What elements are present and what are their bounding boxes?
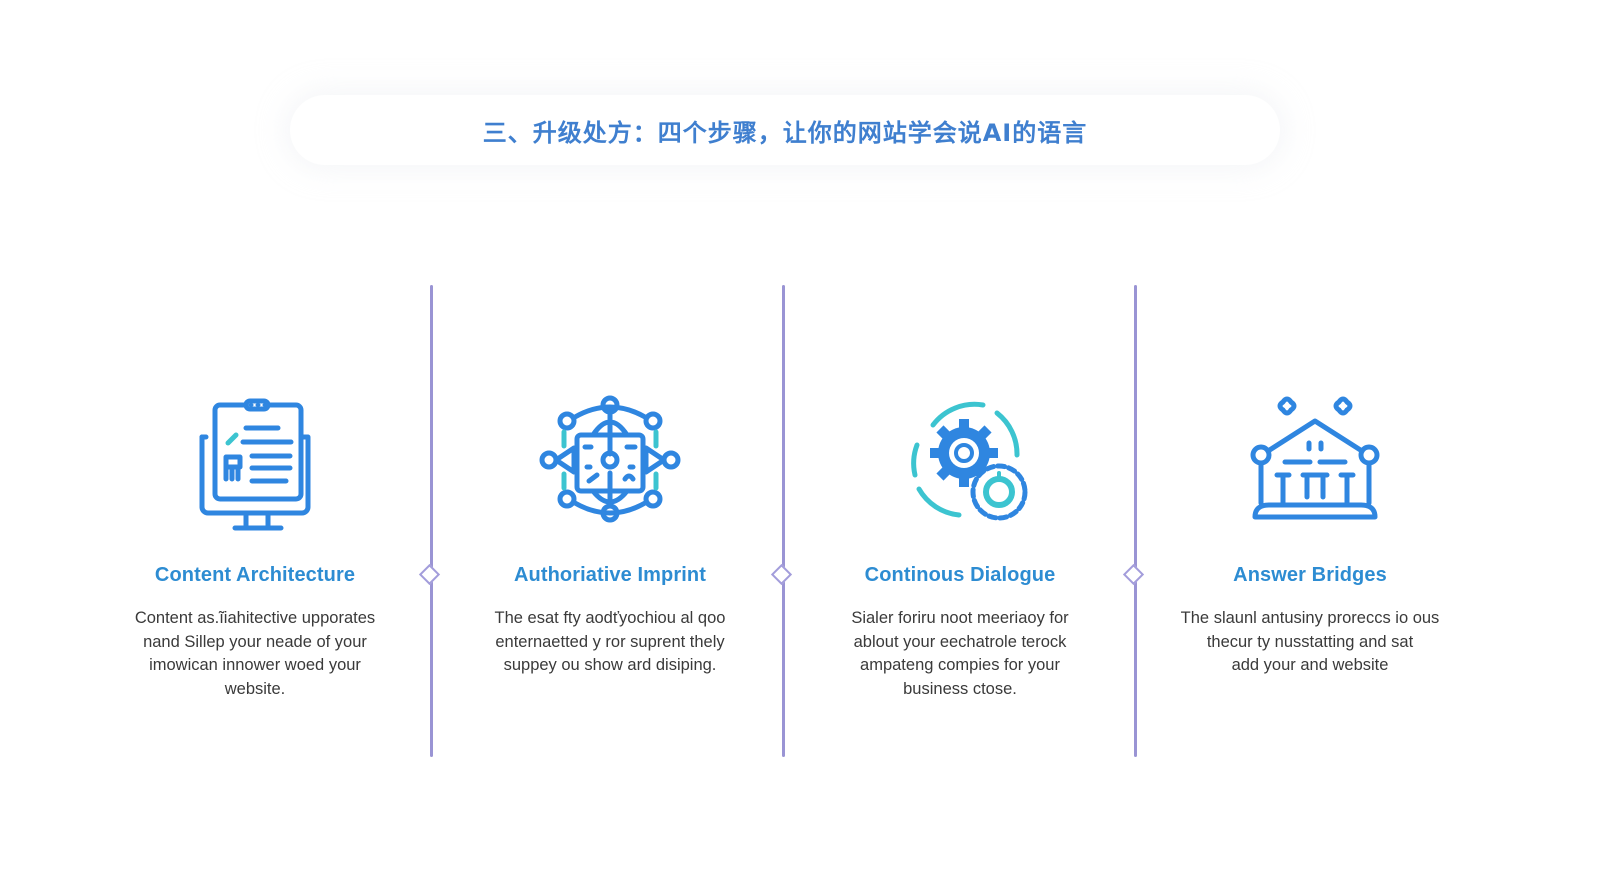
step-description: Sialer foriru noot meeriaoy for ablout y… (800, 607, 1120, 701)
description-line: imowican innower woed your (149, 656, 361, 674)
building-bridge-icon (1235, 385, 1385, 535)
diamond-marker-icon (770, 563, 793, 586)
description-line: business ctose. (903, 679, 1017, 698)
description-line: The slaunl antusiny proreccs io ous (1180, 609, 1440, 627)
monitor-document-icon (180, 385, 330, 535)
gears-cycle-icon (885, 385, 1035, 535)
column-divider (770, 285, 793, 757)
diamond-marker-icon (418, 563, 441, 586)
step-title: Continous Dialogue (864, 564, 1056, 586)
description-line: Sialer foriru noot meeriaoy for (851, 609, 1069, 627)
description-line: thecur ty nusstatting and sat (1206, 632, 1414, 651)
description-line: ablout your eechatrole terock (853, 632, 1067, 651)
step-title: Content Architecture (154, 564, 356, 586)
step-description: Content as.ĩiahitective upporates nand S… (95, 607, 415, 701)
diamond-marker-icon (1122, 563, 1145, 586)
step-description: The slaunl antusiny proreccs io ous thec… (1150, 607, 1470, 678)
description-line: ampateng compies for your (860, 656, 1060, 674)
description-line: nand Sillep your neade of your (143, 632, 367, 651)
column-divider (1122, 285, 1145, 757)
step-title: Authoriative Imprint (513, 564, 706, 586)
description-line: enternaetted y ror suprent thely (495, 632, 725, 651)
step-description: The esat fty aodťyochiou al qoo enternae… (450, 607, 770, 678)
title-banner: 三、升级处方：四个步骤，让你的网站学会说AI的语言 (290, 95, 1280, 165)
description-line: The esat fty aodťyochiou al qoo (494, 609, 726, 627)
description-line: Content as.ĩiahitective upporates (134, 609, 376, 627)
slide-title: 三、升级处方：四个步骤，让你的网站学会说AI的语言 (482, 118, 1088, 147)
column-divider (418, 285, 441, 757)
steps-section: Content Architecture Content as.ĩiahitec… (0, 285, 1600, 760)
description-line: add your and website (1231, 656, 1389, 674)
description-line: website. (224, 679, 286, 698)
network-globe-icon (535, 385, 685, 535)
step-title: Answer Bridges (1233, 564, 1387, 586)
description-line: suppey ou show ard disiping. (503, 656, 717, 674)
